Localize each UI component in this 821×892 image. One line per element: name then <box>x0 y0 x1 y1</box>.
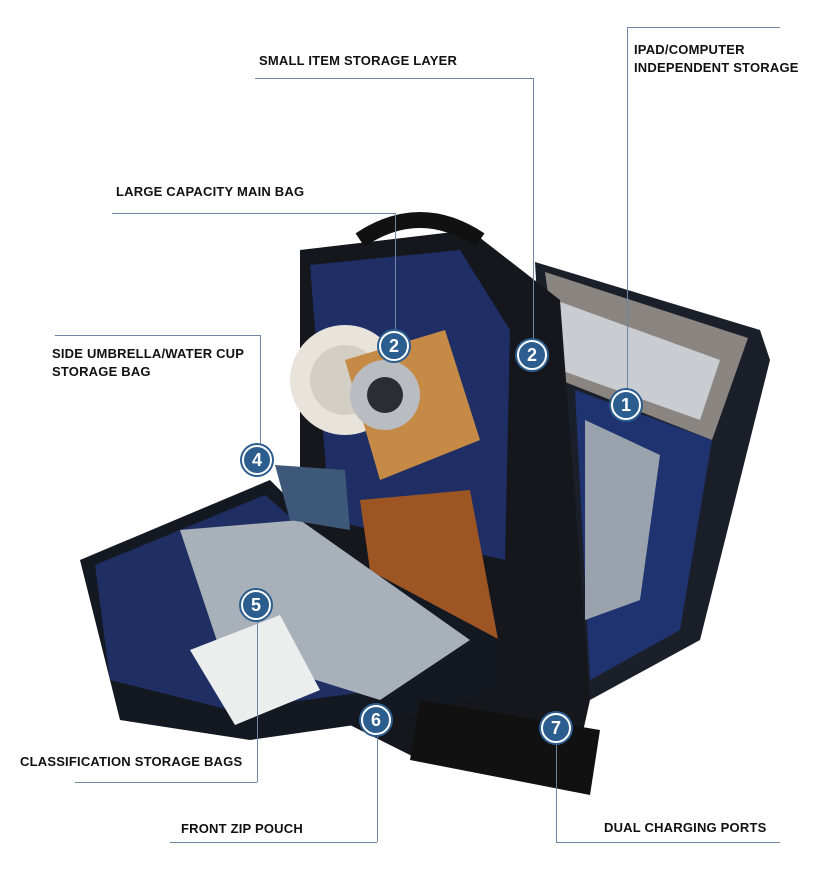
leader-line <box>533 78 534 355</box>
callout-badge-1: 1 <box>611 390 641 420</box>
leader-line <box>257 605 258 782</box>
callout-label-charging-ports: DUAL CHARGING PORTS <box>604 820 767 835</box>
leader-line <box>112 213 395 214</box>
callout-badge-7: 7 <box>541 713 571 743</box>
leader-line <box>556 728 557 842</box>
callout-badge-2: 2 <box>517 340 547 370</box>
leader-line <box>260 335 261 460</box>
leader-line <box>170 842 377 843</box>
leader-line <box>627 27 628 405</box>
callout-badge-2-main: 2 <box>379 331 409 361</box>
callout-badge-5: 5 <box>241 590 271 620</box>
callout-label-front-zip-pouch: FRONT ZIP POUCH <box>181 821 303 836</box>
leader-line <box>75 782 257 783</box>
callout-badge-4: 4 <box>242 445 272 475</box>
callout-label-main-bag: LARGE CAPACITY MAIN BAG <box>116 184 305 199</box>
leader-line <box>395 213 396 346</box>
callout-label-classification-bags: CLASSIFICATION STORAGE BAGS <box>20 754 243 769</box>
callout-label-small-item-layer: SMALL ITEM STORAGE LAYER <box>259 53 458 68</box>
leader-line <box>377 720 378 842</box>
leader-line <box>556 842 780 843</box>
callout-badge-6: 6 <box>361 705 391 735</box>
leader-line <box>627 27 780 28</box>
leader-line <box>55 335 260 336</box>
leader-line <box>255 78 533 79</box>
